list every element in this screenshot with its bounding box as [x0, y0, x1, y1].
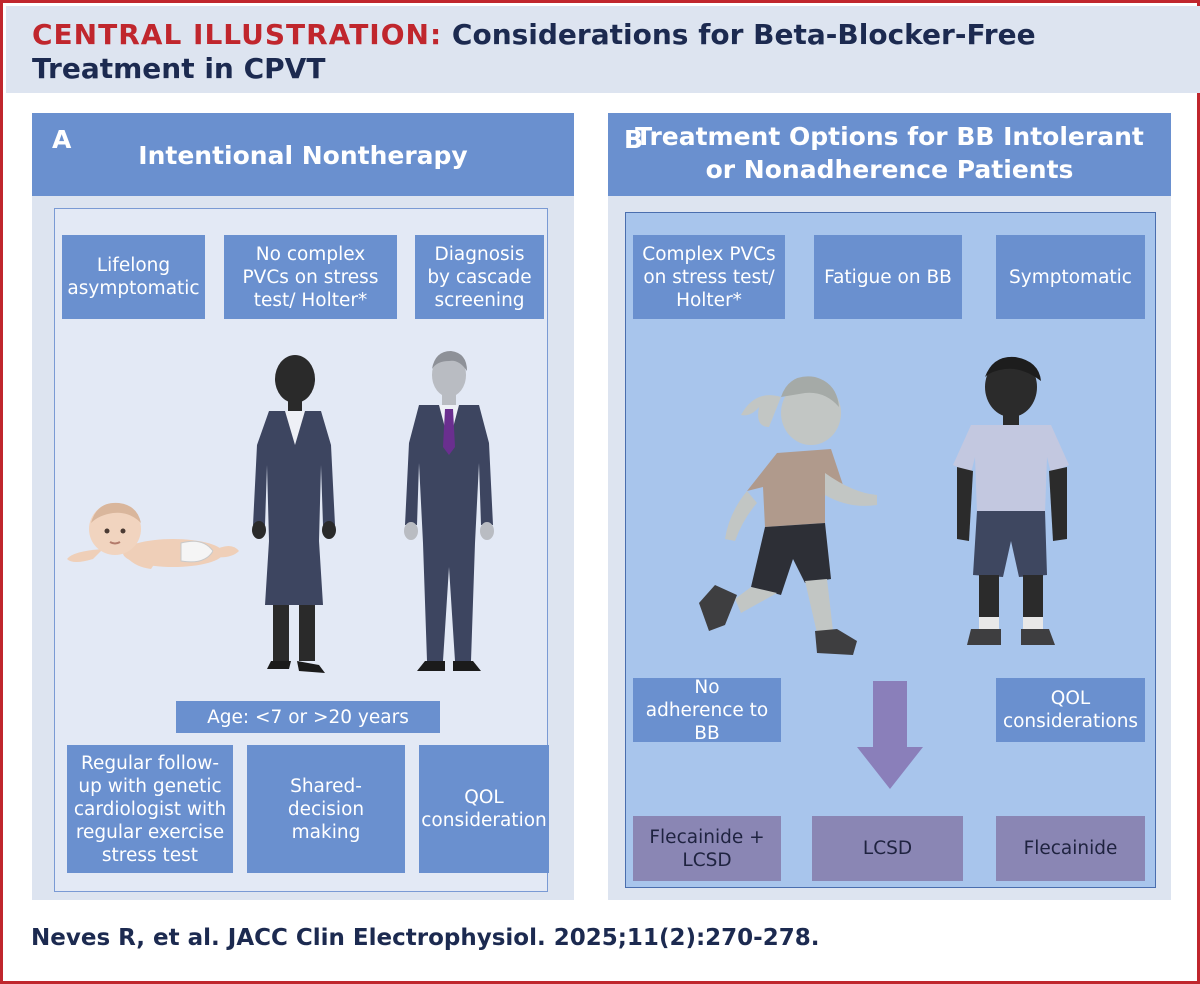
panel-b-option-flecainide: Flecainide — [996, 816, 1145, 881]
panel-b-title-line1: Treatment Options for BB Intolerant — [635, 122, 1144, 151]
panel-a-age-box: Age: <7 or >20 years — [176, 701, 440, 733]
panel-a-box-cascade: Diagnosis by cascade screening — [415, 235, 544, 319]
woman-figure — [252, 355, 336, 673]
panel-b-option-lcsd: LCSD — [812, 816, 963, 881]
panel-a-box-lifelong: Lifelong asymptomatic — [62, 235, 205, 319]
down-arrow-icon — [857, 681, 923, 789]
title-rest: Considerations for Beta-Blocker-Free Tre… — [32, 18, 1036, 85]
panel-b-letter: B — [624, 125, 644, 154]
panel-b-header: B Treatment Options for BB Intolerant or… — [608, 113, 1171, 196]
panel-a-letter: A — [52, 125, 72, 154]
panel-a-box-follow-up: Regular follow-up with genetic cardiolog… — [67, 745, 233, 873]
page-title: CENTRAL ILLUSTRATION: Considerations for… — [32, 18, 1182, 86]
panel-a-title: Intentional Nontherapy — [138, 141, 468, 170]
man-figure — [404, 351, 494, 671]
panel-a-box-no-complex-pvcs: No complex PVCs on stress test/ Holter* — [224, 235, 397, 319]
boy-figure — [953, 356, 1069, 645]
panel-b-box-complex-pvcs: Complex PVCs on stress test/ Holter* — [633, 235, 785, 319]
baby-figure — [67, 502, 239, 569]
title-lead: CENTRAL ILLUSTRATION: — [32, 18, 443, 51]
panel-a-box-qol: QOL consideration — [419, 745, 549, 873]
citation: Neves R, et al. JACC Clin Electrophysiol… — [31, 925, 820, 951]
header: CENTRAL ILLUSTRATION: Considerations for… — [6, 6, 1200, 93]
panel-b-box-symptomatic: Symptomatic — [996, 235, 1145, 319]
panel-a-header: A Intentional Nontherapy — [32, 113, 574, 196]
panel-b-option-flecainide-lcsd: Flecainide + LCSD — [633, 816, 781, 881]
panel-b-box-qol: QOL considerations — [996, 678, 1145, 742]
panel-b-box-fatigue: Fatigue on BB — [814, 235, 962, 319]
panel-a-box-shared-decision: Shared-decision making — [247, 745, 405, 873]
girl-figure — [699, 376, 877, 655]
panel-b-box-no-adherence: No adherence to BB — [633, 677, 781, 744]
panel-b-title-line2: or Nonadherence Patients — [705, 155, 1074, 184]
